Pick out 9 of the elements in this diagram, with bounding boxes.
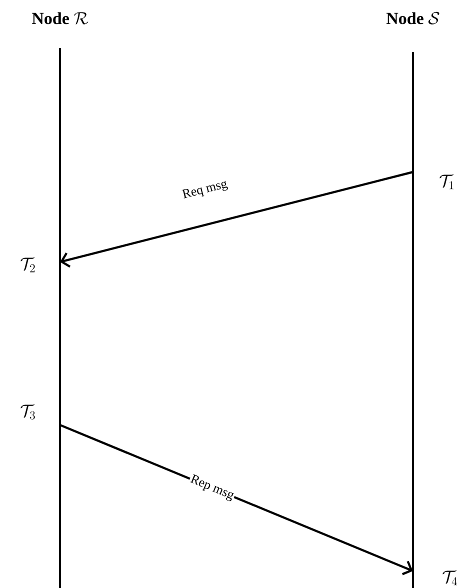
edge-label: Rep msg	[187, 472, 237, 504]
edge-label: Req msg	[180, 178, 230, 202]
event-label: $\mathcal{T}_2$	[20, 257, 35, 272]
node-heading: $\textbf{Node}\ \mathcal{S}$	[386, 12, 440, 24]
arrow	[60, 424, 413, 576]
arrow	[60, 170, 414, 268]
event-label: $\mathcal{T}_1$	[440, 174, 454, 190]
node-heading: $\textbf{Node}\ \mathcal{R}$	[32, 12, 88, 24]
event-label: $\mathcal{T}_3$	[20, 404, 35, 420]
